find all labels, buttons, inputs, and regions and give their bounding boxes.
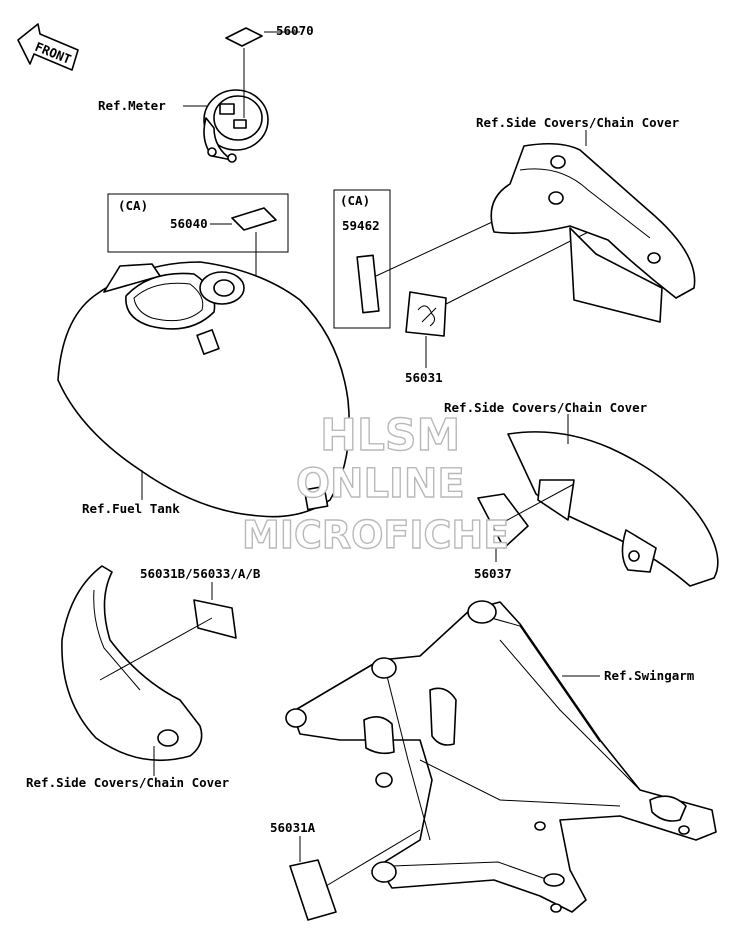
label-59462-decal <box>356 254 380 314</box>
ca-box-left <box>107 193 289 253</box>
front-arrow-icon: FRONT <box>17 23 79 71</box>
meter-icon <box>203 89 269 163</box>
label-56037-decal <box>477 493 529 549</box>
label-56070-decal <box>225 27 263 47</box>
label-ref-side-covers-bottom: Ref.Side Covers/Chain Cover <box>26 775 230 790</box>
label-ref-fuel-tank: Ref.Fuel Tank <box>82 501 180 516</box>
swingarm-icon <box>285 600 717 913</box>
watermark-line2: ONLINE <box>296 461 465 507</box>
label-56031a: 56031A <box>270 820 316 835</box>
label-56040-decal <box>231 207 277 231</box>
side-cover-top-icon <box>490 142 696 323</box>
label-59462: 59462 <box>342 218 380 233</box>
label-56031: 56031 <box>405 370 443 385</box>
label-56031a-decal <box>289 859 337 921</box>
label-ref-side-covers-mid: Ref.Side Covers/Chain Cover <box>444 400 648 415</box>
label-56031b-56033: 56031B/56033/A/B <box>140 566 261 581</box>
side-cover-mid-icon <box>507 431 719 587</box>
label-ref-meter: Ref.Meter <box>98 98 166 113</box>
label-56031-decal <box>405 291 447 337</box>
label-ca-left: (CA) <box>118 198 148 213</box>
label-ref-swingarm: Ref.Swingarm <box>604 668 695 683</box>
label-56070: 56070 <box>276 23 314 38</box>
watermark: HLSM ONLINE MICROFICHE <box>241 409 510 557</box>
label-56031b-decal <box>193 599 237 639</box>
label-ref-side-covers-top: Ref.Side Covers/Chain Cover <box>476 115 680 130</box>
label-56040: 56040 <box>170 216 208 231</box>
label-56037: 56037 <box>474 566 512 581</box>
watermark-line1: HLSM <box>320 410 460 461</box>
side-cover-bottom-icon <box>61 565 203 762</box>
label-ca-right: (CA) <box>340 193 370 208</box>
ca-box-right <box>333 189 391 329</box>
fuel-tank-icon <box>57 261 350 518</box>
watermark-line3: MICROFICHE <box>242 513 509 557</box>
